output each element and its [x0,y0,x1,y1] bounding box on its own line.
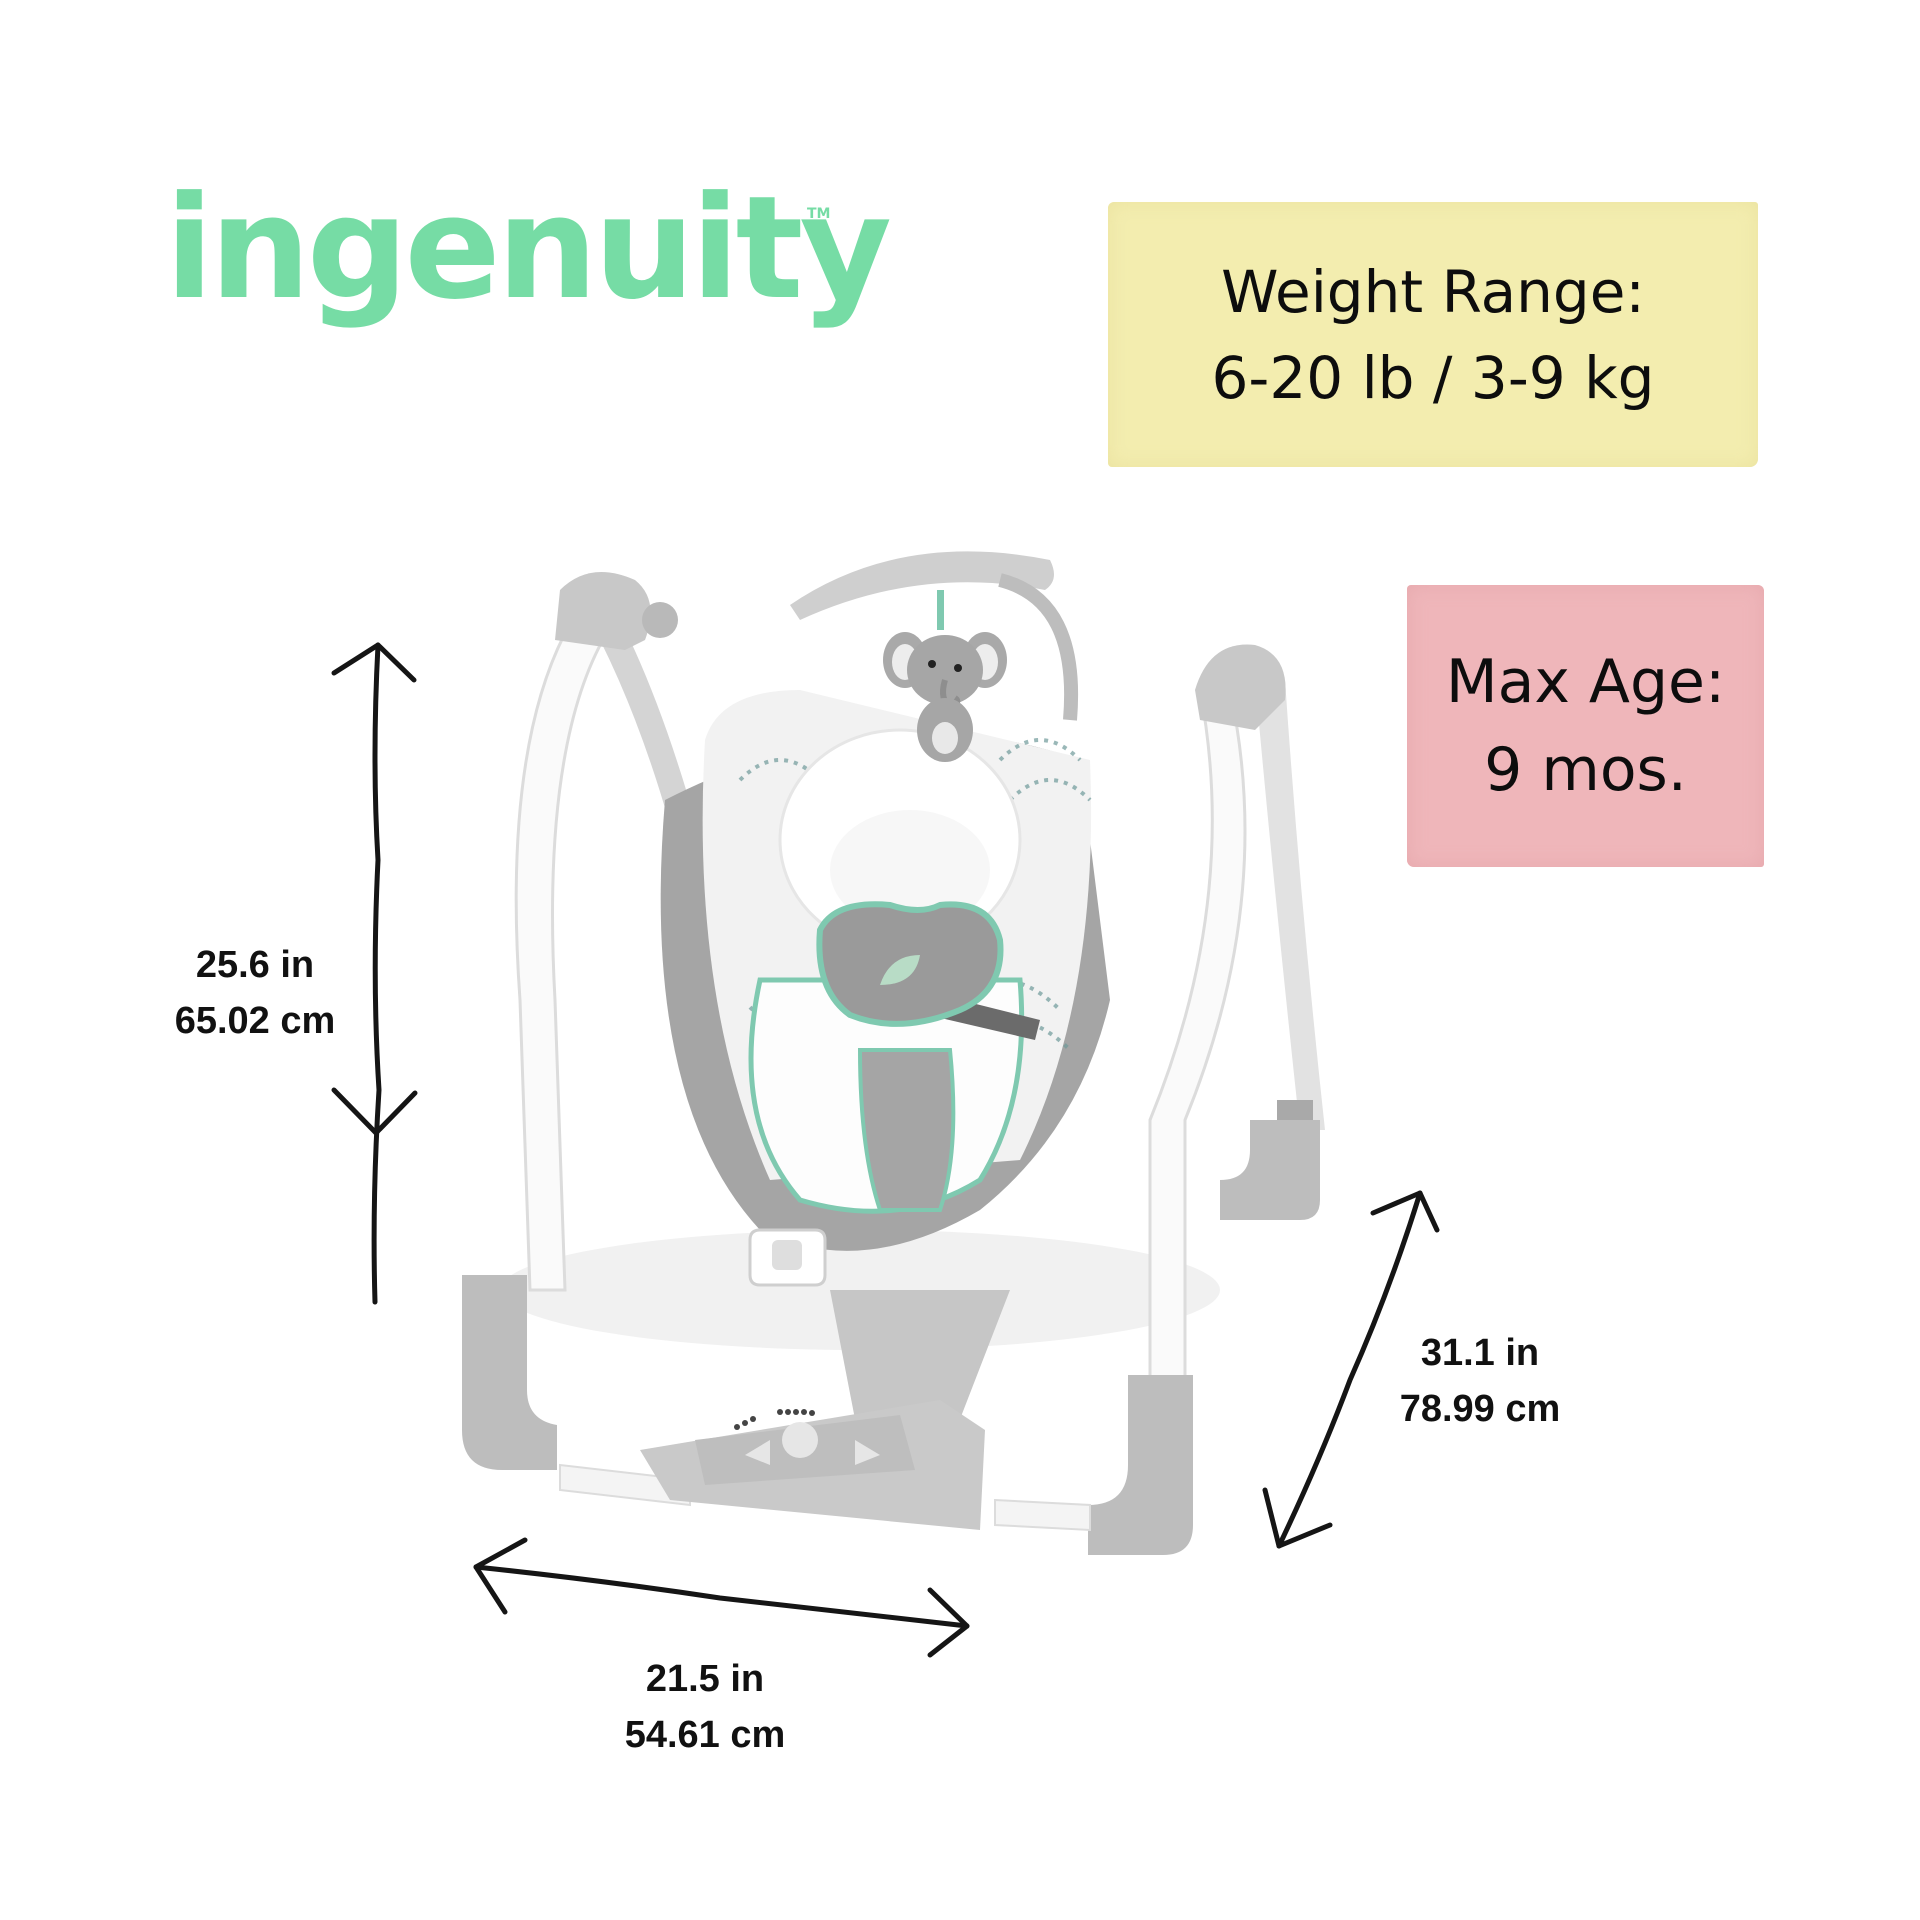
weight-range-label: Weight Range: [1221,257,1645,326]
width-dimension-label: 21.5 in 54.61 cm [595,1651,815,1763]
right-hub [1195,644,1286,730]
canopy-arm [998,573,1079,721]
depth-imperial: 31.1 in [1420,1332,1540,1374]
brand-logo: ingenuity TM [165,160,892,390]
logo-wordmark: ingenuity [165,166,892,331]
depth-metric: 78.99 cm [1399,1388,1561,1430]
power-button [782,1422,818,1458]
max-age-value: 9 mos. [1484,735,1687,805]
front-right-foot [1088,1375,1193,1555]
speed-up-button [855,1440,880,1465]
speed-down-button [745,1440,770,1465]
weight-range-value: 6-20 lb / 3-9 kg [1211,343,1655,412]
height-dimension-label: 25.6 in 65.02 cm [150,937,360,1049]
width-imperial: 21.5 in [645,1658,765,1700]
canopy [790,551,1054,620]
depth-dimension-label: 31.1 in 78.99 cm [1375,1325,1585,1437]
front-left-leg [514,597,618,1292]
elephant-plush-toy [883,632,1007,762]
width-metric: 54.61 cm [624,1714,786,1756]
max-age-badge: Max Age: 9 mos. [1407,585,1764,867]
trademark-symbol: TM [807,206,831,222]
left-hub [555,572,651,650]
max-age-label: Max Age: [1445,647,1726,717]
height-metric: 65.02 cm [174,1000,336,1042]
rear-right-leg [1255,680,1325,1130]
base-spine [830,1290,1010,1445]
front-left-foot [462,1275,557,1470]
height-imperial: 25.6 in [195,944,315,986]
weight-range-badge: Weight Range: 6-20 lb / 3-9 kg [1108,202,1758,467]
